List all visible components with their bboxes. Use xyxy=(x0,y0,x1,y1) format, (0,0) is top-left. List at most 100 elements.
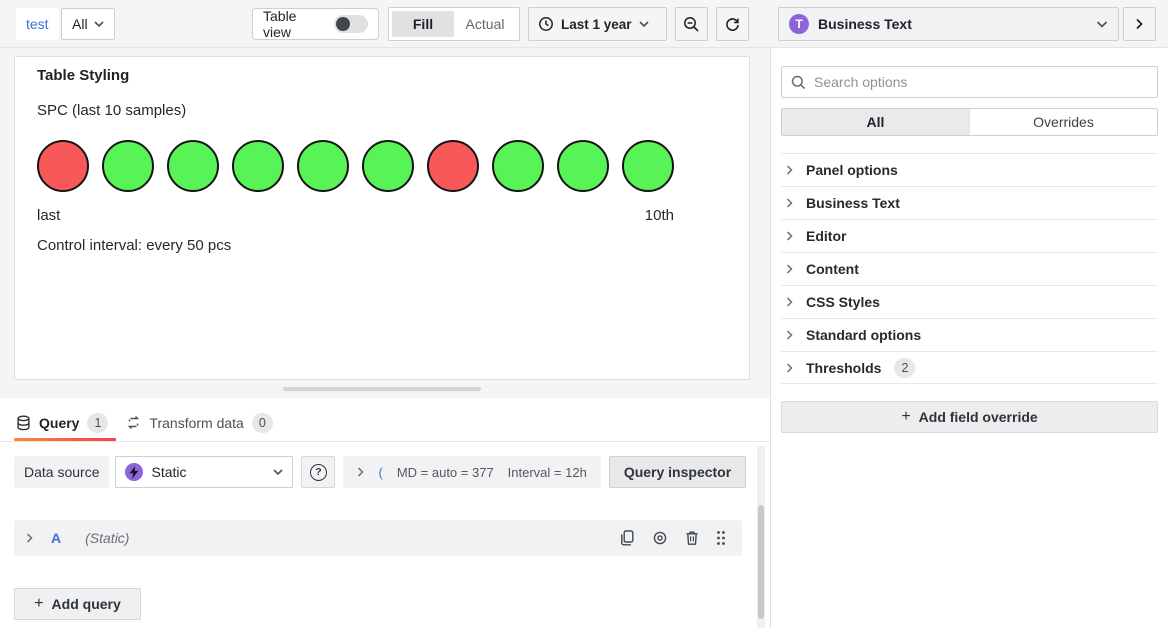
panel-preview[interactable]: Table Styling SPC (last 10 samples) last… xyxy=(14,56,750,380)
refresh-button[interactable] xyxy=(716,7,749,41)
chevron-down-icon xyxy=(1096,20,1108,28)
time-range-picker[interactable]: Last 1 year xyxy=(528,7,667,41)
scrollbar-thumb[interactable] xyxy=(758,505,764,619)
table-view-label: Table view xyxy=(263,8,297,40)
section-editor[interactable]: Editor xyxy=(781,219,1158,252)
search-icon xyxy=(791,75,806,89)
thresholds-count-badge: 2 xyxy=(894,357,916,378)
spc-axis-right-label: 10th xyxy=(644,207,674,224)
chevron-right-icon xyxy=(786,231,793,241)
breadcrumb-label: test xyxy=(26,16,49,32)
query-inspector-label: Query inspector xyxy=(623,464,732,480)
delete-query-trash-icon[interactable] xyxy=(685,530,699,546)
options-filter-group: All Overrides xyxy=(781,108,1158,136)
table-view-control: Table view xyxy=(252,8,379,40)
panel-canvas: Table Styling SPC (last 10 samples) last… xyxy=(0,48,770,398)
chevron-right-icon xyxy=(26,533,33,543)
section-content[interactable]: Content xyxy=(781,252,1158,285)
panel-size-segmented: Fill Actual xyxy=(388,7,520,41)
filter-overrides-button[interactable]: Overrides xyxy=(969,109,1157,135)
panel-content: SPC (last 10 samples) last 10th Control … xyxy=(37,102,727,254)
interval-value: Interval = 12h xyxy=(507,464,587,480)
filter-all-button[interactable]: All xyxy=(782,109,969,135)
panel-resize-handle[interactable] xyxy=(283,387,481,391)
datasource-help-button[interactable]: ? xyxy=(301,456,336,488)
plus-icon: + xyxy=(34,595,44,612)
datasource-select[interactable]: Static xyxy=(115,456,294,488)
query-row-datasource: (Static) xyxy=(85,530,130,546)
section-label: CSS Styles xyxy=(806,294,880,310)
section-panel-options[interactable]: Panel options xyxy=(781,153,1158,186)
section-label: Thresholds xyxy=(806,359,882,376)
drag-handle-icon[interactable] xyxy=(716,530,726,546)
query-row-actions xyxy=(620,530,726,546)
size-fill-button[interactable]: Fill xyxy=(392,11,454,37)
query-inspector-button[interactable]: Query inspector xyxy=(608,456,747,488)
chevron-down-icon xyxy=(638,21,649,28)
chevron-right-icon xyxy=(786,362,793,373)
visualization-name: Business Text xyxy=(818,16,912,32)
section-thresholds[interactable]: Thresholds 2 xyxy=(781,351,1158,384)
spc-circle-green xyxy=(297,140,349,192)
options-sidebar: All Overrides Panel options Business Tex… xyxy=(770,48,1168,628)
spc-circle-red xyxy=(37,140,89,192)
query-count-badge: 1 xyxy=(87,412,109,433)
help-glyph: ? xyxy=(315,466,322,478)
duplicate-query-icon[interactable] xyxy=(620,530,635,546)
add-field-override-button[interactable]: + Add field override xyxy=(781,401,1158,433)
options-sections: Panel options Business Text Editor Conte… xyxy=(781,153,1158,384)
query-row-a[interactable]: A (Static) xyxy=(14,520,742,556)
chevron-down-icon xyxy=(93,21,104,28)
section-standard-options[interactable]: Standard options xyxy=(781,318,1158,351)
collapse-options-pane-button[interactable] xyxy=(1123,7,1156,41)
query-options-summary[interactable]: ( MD = auto = 377 Interval = 12h xyxy=(343,456,601,488)
filter-overrides-label: Overrides xyxy=(1033,114,1094,130)
section-label: Business Text xyxy=(806,195,900,211)
hide-query-eye-icon[interactable] xyxy=(652,531,668,545)
spc-circle-green xyxy=(232,140,284,192)
search-options-input[interactable] xyxy=(814,74,1148,90)
size-actual-button[interactable]: Actual xyxy=(454,11,516,37)
top-toolbar: test All Table view Fill Actual Last 1 y… xyxy=(0,0,1168,48)
spc-circle-green xyxy=(557,140,609,192)
active-tab-indicator xyxy=(14,438,117,441)
time-range-value: Last 1 year xyxy=(561,16,632,32)
section-label: Panel options xyxy=(806,162,898,178)
transform-count-badge: 0 xyxy=(251,412,273,433)
spc-axis-left-label: last xyxy=(37,207,61,224)
spc-circle-green xyxy=(492,140,544,192)
options-search[interactable] xyxy=(781,66,1158,98)
panel-scope-dropdown[interactable]: All xyxy=(61,8,115,40)
section-business-text[interactable]: Business Text xyxy=(781,186,1158,219)
spc-circles xyxy=(37,140,674,192)
breadcrumb-dashboard-link[interactable]: test xyxy=(16,8,59,40)
tab-transform-label: Transform data xyxy=(149,414,244,431)
tab-transform-data[interactable]: Transform data 0 xyxy=(124,404,280,441)
datasource-value: Static xyxy=(151,464,187,480)
spc-subtitle: SPC (last 10 samples) xyxy=(37,102,187,119)
zoom-out-button[interactable] xyxy=(675,7,708,41)
static-datasource-icon xyxy=(125,463,144,481)
chevron-right-icon xyxy=(786,198,793,208)
plus-icon: + xyxy=(901,408,911,425)
add-query-button[interactable]: + Add query xyxy=(14,588,141,620)
size-actual-label: Actual xyxy=(465,16,505,32)
tab-query-label: Query xyxy=(39,414,80,431)
query-editor-section: Query 1 Transform data 0 Data source Sta… xyxy=(0,398,770,628)
section-css-styles[interactable]: CSS Styles xyxy=(781,285,1158,318)
datasource-row: Data source Static ? ( MD = auto = 377 I… xyxy=(14,456,770,488)
spc-axis-labels: last 10th xyxy=(37,207,674,224)
add-query-label: Add query xyxy=(51,596,121,612)
tab-query[interactable]: Query 1 xyxy=(14,404,117,441)
spc-circle-green xyxy=(622,140,674,192)
query-options-truncated-text: ( xyxy=(378,464,383,480)
table-view-toggle[interactable] xyxy=(334,15,368,33)
section-label: Editor xyxy=(806,228,847,244)
spc-circle-green xyxy=(167,140,219,192)
chevron-right-icon xyxy=(786,330,793,340)
chevron-right-icon xyxy=(786,297,793,307)
control-interval-text: Control interval: every 50 pcs xyxy=(37,237,232,254)
visualization-picker[interactable]: T Business Text xyxy=(778,7,1119,41)
section-label: Content xyxy=(806,261,859,277)
